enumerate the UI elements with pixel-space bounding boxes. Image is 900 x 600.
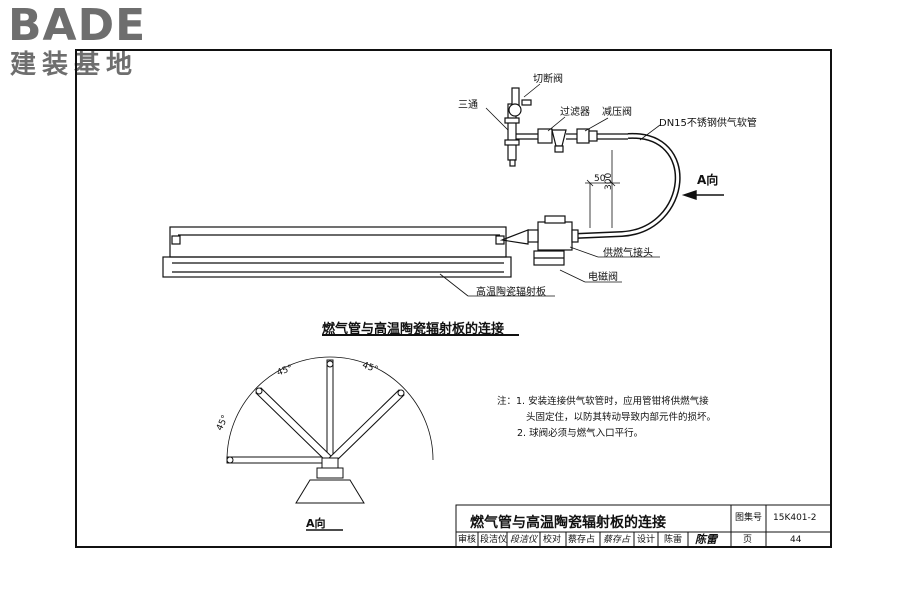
title-block-design-label: 设计 [637, 535, 656, 545]
brand-logo-subtitle: 建装基地 [10, 50, 139, 80]
drawing-border [75, 49, 832, 548]
title-block-reviewer-sign: 段洁仪 [510, 535, 538, 545]
gas-connector [527, 215, 579, 251]
notes-head: 注： [497, 396, 517, 407]
title-block-page-label: 页 [743, 535, 753, 545]
notes-line-3: 2. 球阀必须与燃气入口平行。 [517, 428, 644, 439]
title-block-review-label: 审核 [458, 535, 477, 545]
label-direction: A向 [697, 173, 719, 187]
title-block-checker-sign: 蔡存占 [603, 535, 631, 545]
direction-arrow [681, 190, 724, 200]
notes: 注： 1. 安装连接供气软管时，应用管钳将供燃气接 头固定住，以防其转动导致内部… [497, 394, 716, 442]
label-cutoff-valve: 切断阀 [533, 74, 563, 85]
title-block-frame [455, 504, 832, 548]
main-title: 燃气管与高温陶瓷辐射板的连接 [322, 322, 505, 337]
title-block-designer-sign: 陈雷 [695, 533, 717, 546]
title-block-atlas-label: 图集号 [735, 513, 763, 523]
flexible-hose [574, 132, 681, 239]
notes-line-1: 1. 安装连接供气软管时，应用管钳将供燃气接 [516, 396, 709, 407]
notes-line-2: 头固定住，以防其转动导致内部元件的损坏。 [517, 412, 717, 423]
label-panel: 高温陶瓷辐射板 [476, 287, 546, 298]
view-title: A向 [306, 517, 326, 530]
filter [537, 128, 567, 153]
label-hose: DN15不锈钢供气软管 [659, 118, 757, 129]
brand-logo: BADE [8, 0, 147, 51]
label-pressure-valve: 减压阀 [602, 107, 632, 118]
title-block-atlas-no: 15K401-2 [773, 513, 817, 523]
leader-lines [439, 83, 661, 297]
title-block-designer: 陈雷 [664, 535, 683, 545]
solenoid-valve [533, 250, 565, 266]
a-view-fan [226, 356, 434, 504]
main-title-underline [322, 334, 519, 336]
title-block-checker: 蔡存占 [568, 535, 596, 545]
pressure-reducing-valve [576, 128, 598, 144]
dimension-lines [585, 150, 620, 228]
label-dim-300: 300 [604, 172, 614, 190]
label-dim-50: 50 [594, 174, 606, 184]
label-tee: 三通 [458, 100, 478, 111]
title-block-check-label: 校对 [543, 535, 562, 545]
label-gas-connector: 供燃气接头 [603, 248, 653, 259]
radiant-panel [162, 226, 512, 278]
title-block-page-no: 44 [790, 535, 802, 545]
label-filter: 过滤器 [560, 107, 590, 118]
title-block-reviewer: 段洁仪 [480, 535, 508, 545]
label-solenoid-valve: 电磁阀 [588, 272, 618, 283]
title-block-title: 燃气管与高温陶瓷辐射板的连接 [470, 515, 666, 531]
cutoff-valve [508, 87, 532, 117]
